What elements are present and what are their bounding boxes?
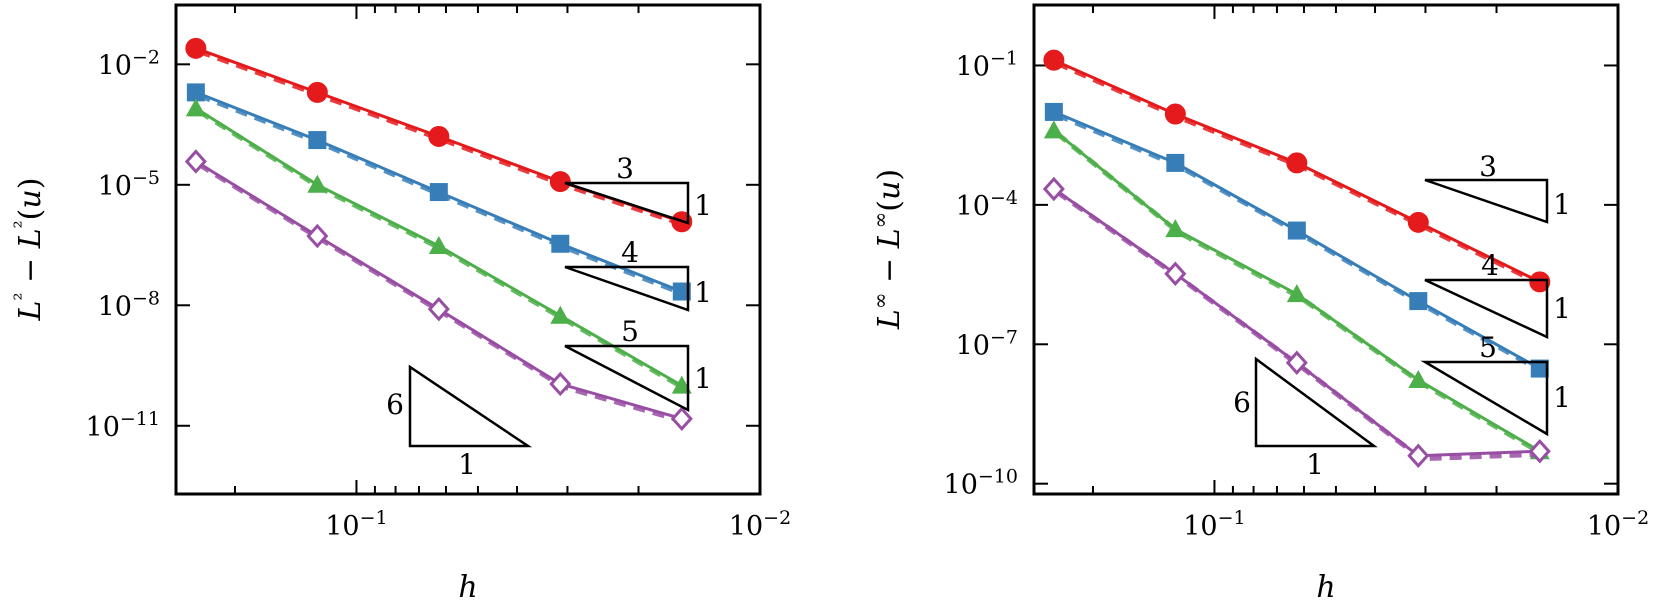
slope-triangle-4	[408, 364, 533, 448]
y-tick-label: 10−4	[956, 187, 1018, 222]
slope-triangle-1-rise-label: 1	[694, 189, 712, 222]
series-dashed-line-1	[198, 48, 686, 228]
slope-triangle-4-rise-label: 6	[386, 388, 404, 421]
series-2-marker-3	[1287, 221, 1306, 240]
series-4-marker-3	[427, 296, 450, 322]
series-3-marker-3	[1286, 284, 1307, 303]
series-dashed-line-4	[197, 162, 686, 425]
slope-triangle-1-run-label: 3	[1479, 150, 1497, 183]
series-3-marker-1	[1043, 120, 1064, 139]
plot-frame	[174, 3, 762, 496]
series-3-marker-2	[307, 174, 328, 193]
plot-frame	[1032, 3, 1620, 496]
chart-panel-1: 10−2 10−5 10−8 10−11 10−1 10−2 h L² − L²(u) 3 1 4 1…	[9, 3, 791, 605]
y-tick-label: 10−8	[98, 287, 160, 322]
series-2-marker-3	[429, 183, 448, 202]
series-1-marker-3	[428, 125, 450, 147]
series-dashed-line-3	[1055, 131, 1545, 457]
series-4-marker-3	[1285, 350, 1308, 376]
series-4-marker-4	[1407, 443, 1430, 468]
slope-triangle-3	[1420, 360, 1549, 437]
series-3-marker-4	[550, 305, 571, 324]
series-3-marker-4	[1408, 370, 1429, 389]
series-2-marker-4	[551, 234, 570, 253]
y-tick-label: 10−10	[944, 466, 1018, 501]
series-4-marker-5	[670, 406, 693, 431]
slope-triangle-4-run-label: 1	[1306, 448, 1324, 481]
series-1-marker-4	[549, 171, 571, 193]
series-1-marker-1	[185, 37, 207, 59]
series-4-marker-4	[549, 371, 572, 397]
series-4-marker-2	[306, 223, 329, 249]
series-2-marker-1	[1044, 102, 1063, 121]
x-tick-label: 10−1	[325, 507, 387, 542]
series-4-marker-1	[184, 149, 207, 174]
series-2-marker-2	[308, 131, 327, 150]
slope-triangle-2-rise-label: 1	[694, 276, 712, 309]
slope-triangle-4-run-label: 1	[458, 448, 476, 481]
series-1-marker-3	[1286, 152, 1308, 174]
series-2-marker-4	[1409, 292, 1428, 311]
series-2-marker-5	[1530, 359, 1549, 378]
slope-triangle-3	[564, 344, 690, 413]
series-1-marker-1	[1043, 49, 1065, 71]
x-tick-label: 10−2	[1587, 507, 1649, 542]
y-tick-label: 10−2	[98, 46, 160, 81]
series-4-marker-5	[1528, 438, 1551, 464]
slope-triangle-2-rise-label: 1	[1553, 292, 1571, 325]
y-axis-label: L² − L²(u)	[9, 178, 48, 322]
slope-triangle-2-run-label: 4	[621, 236, 639, 269]
series-3-marker-3	[428, 235, 449, 254]
series-dashed-line-3	[197, 109, 687, 391]
series-1-marker-2	[306, 81, 328, 103]
y-tick-label: 10−5	[98, 167, 160, 202]
series-1-marker-5	[1529, 271, 1551, 293]
series-dashed-line-1	[1055, 60, 1544, 288]
chart-panel-2: 10−1 10−4 10−7 10−10 10−1 10−2 h L∞ − L∞(u) 3 1 4 1…	[868, 3, 1649, 605]
slope-triangle-1	[1424, 178, 1549, 224]
slope-triangle-3-rise-label: 1	[694, 362, 712, 395]
x-axis-label: h	[1316, 570, 1335, 605]
slope-triangle-2-run-label: 4	[1481, 249, 1499, 282]
series-1-marker-2	[1164, 103, 1186, 125]
y-axis-label: L∞ − L∞(u)	[868, 169, 907, 330]
series-2-marker-2	[1166, 153, 1185, 172]
series-3-marker-2	[1165, 219, 1186, 238]
slope-triangle-1-rise-label: 1	[1553, 188, 1571, 221]
series-1-marker-4	[1407, 211, 1429, 233]
series-2-marker-5	[672, 282, 691, 301]
slope-triangle-1-run-label: 3	[616, 152, 634, 185]
slope-triangle-3-rise-label: 1	[1553, 381, 1571, 414]
series-4-marker-1	[1042, 176, 1065, 202]
slope-triangle-3-run-label: 5	[621, 315, 639, 348]
y-tick-label: 10−11	[86, 408, 160, 443]
x-tick-label: 10−2	[729, 507, 791, 542]
x-tick-label: 10−1	[1183, 507, 1245, 542]
slope-triangle-2	[564, 265, 690, 312]
x-axis-label: h	[458, 570, 477, 605]
y-tick-label: 10−1	[956, 47, 1018, 82]
slope-triangle-2	[1424, 278, 1549, 339]
series-2-marker-1	[186, 83, 205, 102]
slope-triangle-3-run-label: 5	[1479, 331, 1497, 364]
slope-triangle-4	[1254, 356, 1378, 448]
series-4-marker-2	[1164, 261, 1187, 286]
slope-triangle-4-rise-label: 6	[1233, 386, 1251, 419]
slope-triangle-1	[564, 181, 690, 225]
y-tick-label: 10−7	[956, 326, 1018, 361]
series-3-marker-1	[185, 98, 206, 117]
